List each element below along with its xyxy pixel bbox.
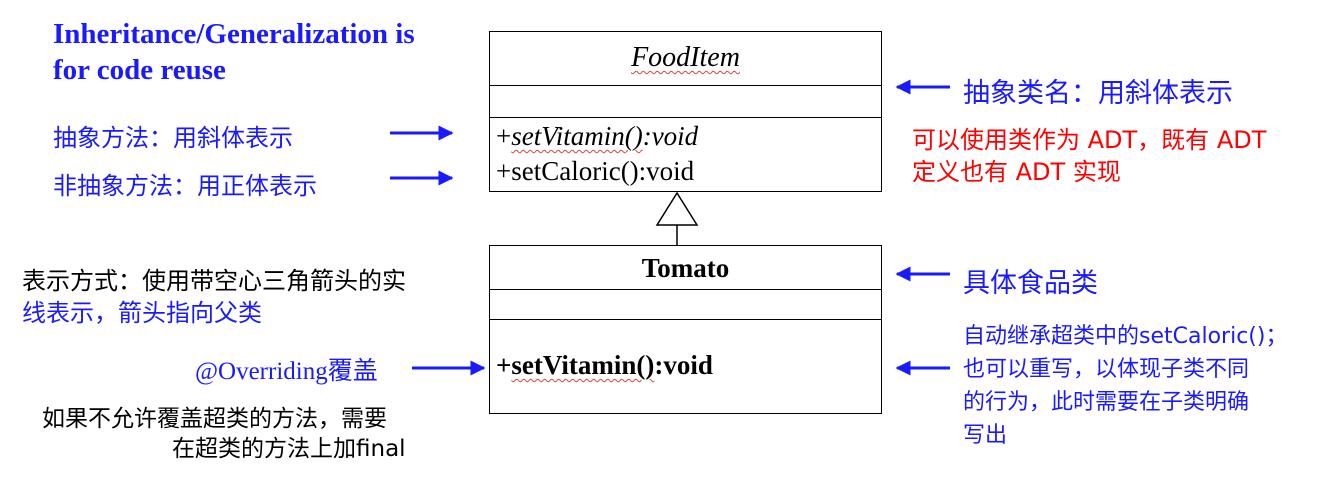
inherit-note-line-1: 自动继承超类中的setCaloric()； bbox=[963, 324, 1288, 349]
tomato-methods-section bbox=[490, 319, 881, 320]
concrete-method-note: 非抽象方法：用正体表示 bbox=[53, 172, 317, 200]
notation-note-line-1: 表示方式：使用带空心三角箭头的实 bbox=[22, 267, 406, 295]
tomato-class-name: Tomato bbox=[641, 253, 730, 283]
tomato-class-box: Tomato +setVitamin():void bbox=[489, 245, 882, 414]
final-note-line-2: 在超类的方法上加final bbox=[172, 436, 406, 462]
fooditem-method-setcaloric: +setCaloric():void bbox=[496, 156, 695, 186]
abstract-class-note: 抽象类名：用斜体表示 bbox=[963, 78, 1233, 109]
notation-note-line-2: 线表示，箭头指向父类 bbox=[22, 299, 262, 327]
final-note-line-1: 如果不允许覆盖超类的方法，需要 bbox=[42, 406, 387, 432]
inherit-note-line-4: 写出 bbox=[963, 423, 1008, 448]
concrete-class-note: 具体食品类 bbox=[963, 268, 1098, 299]
inherit-note-line-3: 的行为，此时需要在子类明确 bbox=[963, 390, 1250, 415]
overriding-note: @Overriding覆盖 bbox=[195, 358, 378, 385]
adt-note-line-2: 定义也有 ADT 实现 bbox=[912, 158, 1121, 186]
inherit-note-line-2: 也可以重写，以体现子类不同 bbox=[963, 357, 1250, 382]
fooditem-class-name: FoodItem bbox=[631, 42, 740, 73]
fooditem-attributes-section bbox=[490, 85, 881, 86]
fooditem-method-setvitamin: +setVitamin():void bbox=[496, 121, 699, 151]
tomato-attributes-section bbox=[490, 289, 881, 290]
tomato-method-setvitamin: +setVitamin():void bbox=[496, 350, 713, 380]
adt-note-line-1: 可以使用类作为 ADT，既有 ADT bbox=[912, 126, 1267, 154]
fooditem-methods-section bbox=[490, 117, 881, 118]
fooditem-class-box: FoodItem +setVitamin():void +setCaloric(… bbox=[489, 31, 882, 192]
generalization-hollow-triangle bbox=[655, 191, 699, 226]
title-line-1: Inheritance/Generalization is bbox=[53, 18, 415, 50]
abstract-method-note: 抽象方法：用斜体表示 bbox=[53, 124, 293, 152]
title-line-2: for code reuse bbox=[53, 54, 226, 86]
